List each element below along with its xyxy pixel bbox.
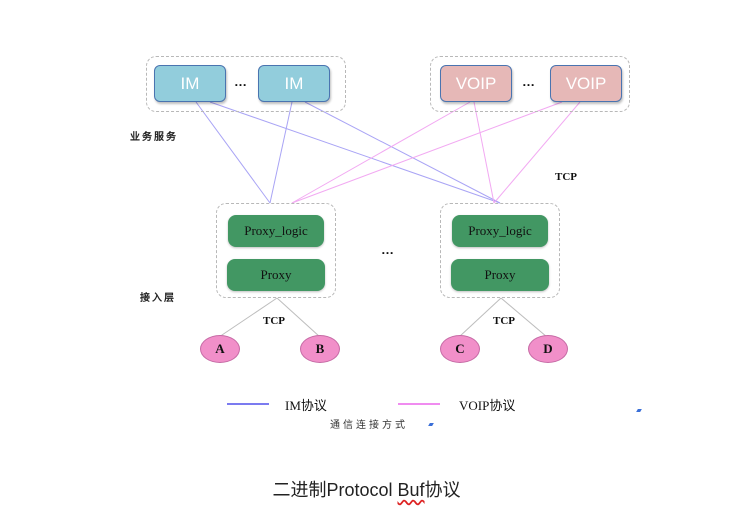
service-layer-label: 业务服务 [130, 132, 178, 143]
legend-voip-label: VOIP协议 [459, 398, 516, 413]
client-node-b: B [300, 335, 340, 363]
caption-suffix: 协议 [424, 480, 461, 500]
im-connection-line [269, 101, 293, 204]
figure-caption: 二进制Protocol Buf协议 [0, 476, 733, 502]
tcp-label-upper: TCP [555, 171, 577, 183]
im-connection-line [304, 101, 501, 204]
tcp-connection-line [276, 297, 321, 338]
proxy-ellipsis: … [381, 242, 394, 257]
voip-ellipsis: … [522, 74, 535, 89]
tcp-label-left: TCP [263, 315, 285, 327]
proxy-node: Proxy [227, 259, 325, 291]
proxy-group-1 [440, 203, 560, 298]
tcp-connection-line [458, 297, 502, 338]
im-service-group [146, 56, 346, 112]
im-service-node: IM [258, 65, 330, 102]
legend-voip-line [398, 403, 440, 405]
voip-service-group [430, 56, 630, 112]
tcp-connection-line [500, 297, 548, 338]
proxy-node: Proxy [451, 259, 549, 291]
access-layer-label: 接入层 [140, 293, 176, 304]
im-connection-line [209, 101, 501, 204]
im-service-node: IM [154, 65, 226, 102]
legend-title: 通信连接方式 [330, 420, 408, 431]
voip-connection-line [291, 101, 471, 204]
client-node-c: C [440, 335, 480, 363]
caption-prefix: 二进制Protocol [272, 480, 398, 500]
proxy-logic-node: Proxy_logic [452, 215, 548, 247]
client-node-a: A [200, 335, 240, 363]
tcp-label-right: TCP [493, 315, 515, 327]
voip-connection-line [291, 101, 563, 204]
im-ellipsis: … [234, 74, 247, 89]
tcp-connection-line [218, 297, 278, 338]
proxy-group-0 [216, 203, 336, 298]
voip-connection-line [473, 101, 495, 204]
caption-underlined: Buf [397, 480, 425, 500]
client-node-d: D [528, 335, 568, 363]
voip-service-node: VOIP [550, 65, 622, 102]
legend-im-line [227, 403, 269, 405]
im-connection-line [195, 101, 271, 204]
voip-connection-line [493, 101, 581, 204]
voip-service-node: VOIP [440, 65, 512, 102]
proxy-logic-node: Proxy_logic [228, 215, 324, 247]
legend-im-label: IM协议 [285, 398, 327, 413]
